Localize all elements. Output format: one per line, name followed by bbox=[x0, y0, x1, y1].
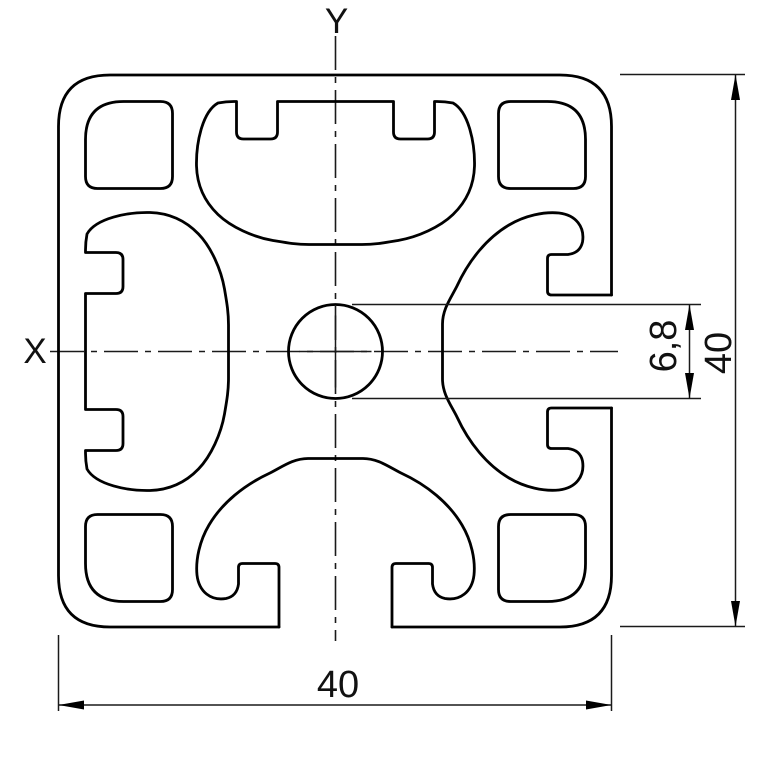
y-axis-label: Y bbox=[325, 2, 348, 41]
height-dim-arrow-up bbox=[731, 74, 740, 100]
height-dim-arrow-down bbox=[731, 601, 740, 627]
dimension-height: 40 bbox=[620, 73, 745, 628]
dimension-bore: 6,8 bbox=[352, 303, 701, 400]
corner-cavity-top-left bbox=[84, 100, 174, 190]
dimension-width: 40 bbox=[57, 635, 613, 711]
width-dimension-value: 40 bbox=[317, 664, 359, 706]
open-tslot-cavity-right bbox=[441, 211, 613, 492]
corner-cavity-bottom-left bbox=[84, 513, 174, 603]
bore-dim-arrow-down bbox=[685, 373, 694, 399]
axes bbox=[50, 36, 618, 641]
profile-outline bbox=[57, 73, 613, 629]
closed-slot-cavity-left bbox=[84, 211, 230, 492]
open-tslot-cavity-bottom bbox=[195, 457, 476, 629]
outer-contour-bottom-right bbox=[390, 406, 613, 629]
outer-contour-main bbox=[57, 73, 613, 629]
x-axis-label: X bbox=[23, 332, 46, 371]
internal-cavities bbox=[84, 100, 613, 629]
height-dimension-value: 40 bbox=[698, 332, 740, 374]
center-bore-circle bbox=[287, 303, 384, 400]
width-dim-arrow-right bbox=[586, 700, 612, 710]
bore-dimension-value: 6,8 bbox=[643, 320, 685, 373]
corner-cavity-bottom-right bbox=[497, 513, 587, 603]
corner-cavity-top-right bbox=[497, 100, 587, 190]
width-dim-arrow-left bbox=[58, 700, 84, 710]
bore-dim-arrow-up bbox=[685, 304, 694, 330]
closed-slot-cavity-top bbox=[195, 100, 476, 246]
